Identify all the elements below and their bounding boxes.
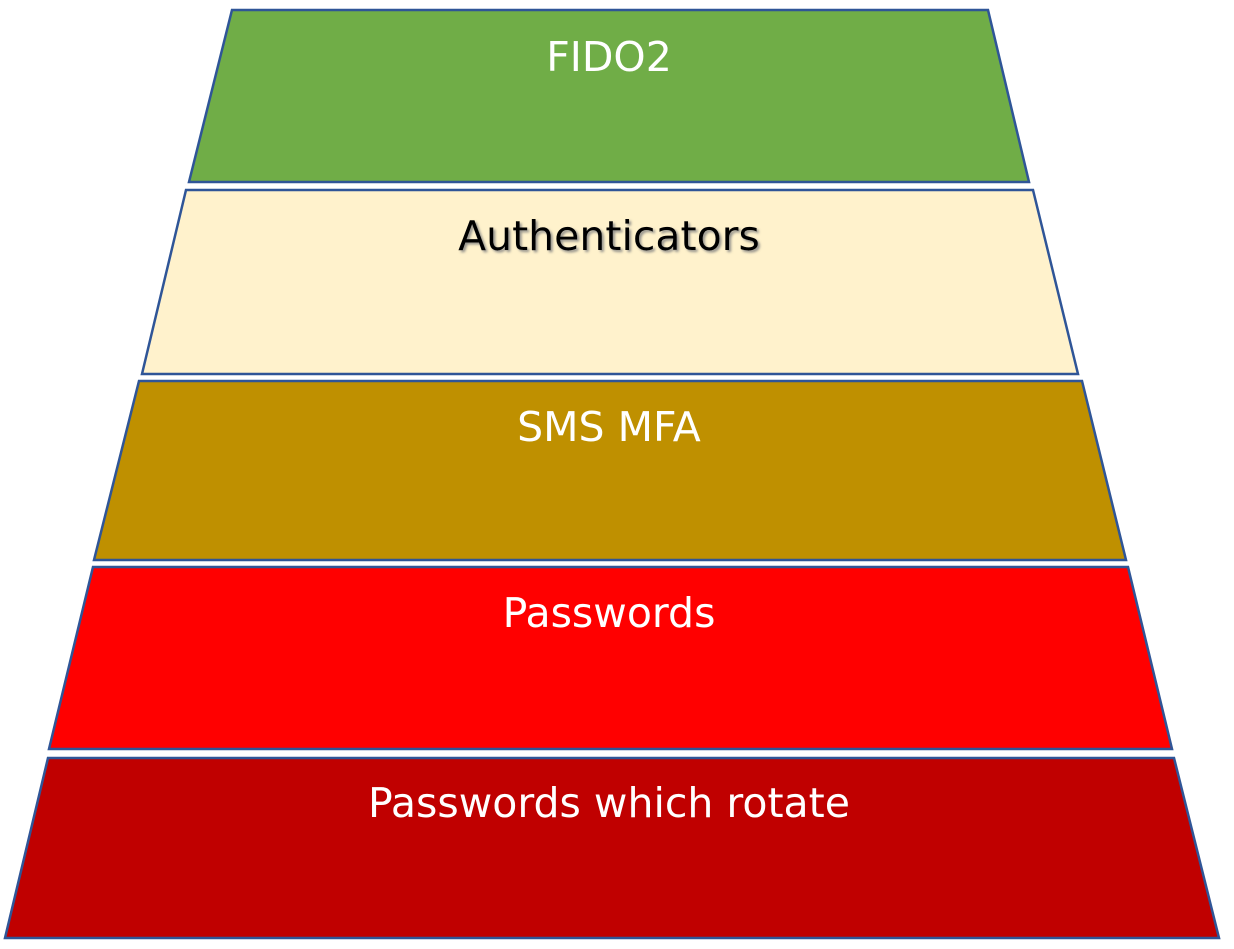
tier-2: Authenticators [140, 188, 1080, 376]
tier-5-label: Passwords which rotate [368, 779, 850, 827]
tier-5-shape [3, 756, 1221, 940]
tier-5: Passwords which rotate [3, 756, 1221, 940]
tier-3: SMS MFA [92, 379, 1128, 562]
tier-4-label: Passwords [503, 589, 716, 637]
tier-2-shape [140, 188, 1080, 376]
tier-1: FIDO2 [187, 8, 1031, 184]
tier-4-shape [47, 565, 1174, 751]
tier-3-shape [92, 379, 1128, 562]
tier-2-label: Authenticators [458, 212, 760, 260]
tier-3-label: SMS MFA [517, 403, 701, 451]
tier-1-label: FIDO2 [546, 33, 672, 81]
tier-1-shape [187, 8, 1031, 184]
tier-4: Passwords [47, 565, 1174, 751]
